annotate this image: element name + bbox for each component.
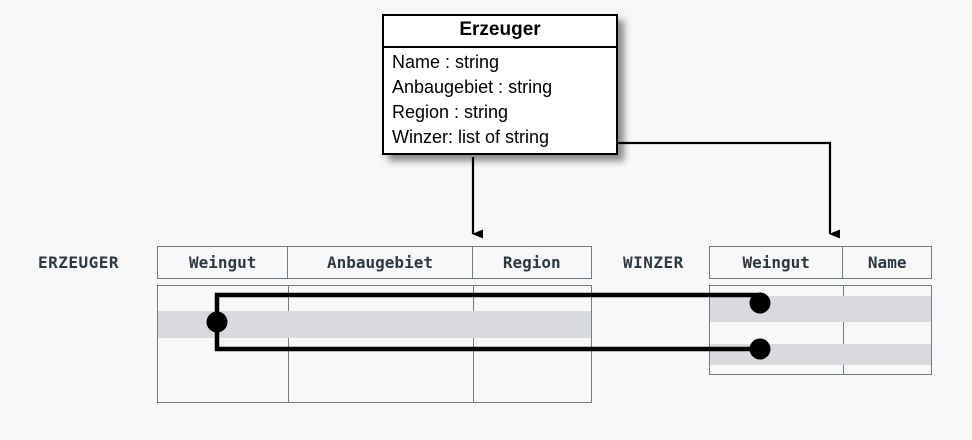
uml-attribute: Name : string (392, 51, 500, 72)
column-header: Weingut (158, 247, 289, 278)
table-header-winzer: Weingut Name (709, 246, 932, 279)
table-row[interactable] (710, 322, 931, 344)
table-row[interactable] (158, 286, 591, 311)
table-row[interactable] (710, 296, 931, 322)
arrow-winzer-attr-to-winzer-table (604, 141, 840, 239)
column-header: Weingut (710, 247, 844, 278)
table-row[interactable] (158, 311, 591, 338)
table-row[interactable] (158, 338, 591, 371)
uml-attribute: Winzer: list of string (392, 126, 550, 147)
uml-attribute: Anbaugebiet : string (392, 76, 553, 97)
column-divider (843, 286, 844, 374)
table-label-winzer: WINZER (623, 253, 684, 272)
uml-class-title: Erzeuger (384, 16, 616, 48)
uml-attribute: Region : string (392, 101, 509, 122)
table-body-winzer (709, 285, 932, 375)
column-header: Name (867, 253, 907, 272)
table-body-erzeuger (157, 285, 592, 403)
uml-class-box-erzeuger: Erzeuger Name : string Anbaugebiet : str… (382, 14, 618, 155)
column-header: Anbaugebiet (288, 247, 473, 278)
uml-attribute-list: Name : string Anbaugebiet : string Regio… (384, 48, 616, 153)
table-row[interactable] (710, 344, 931, 365)
table-label-erzeuger: ERZEUGER (38, 253, 120, 272)
table-row-spacer (710, 365, 931, 374)
column-header: Region (502, 253, 561, 272)
table-row[interactable] (158, 371, 591, 402)
table-row-spacer (710, 286, 931, 296)
table-header-erzeuger: Weingut Anbaugebiet Region (157, 246, 592, 279)
